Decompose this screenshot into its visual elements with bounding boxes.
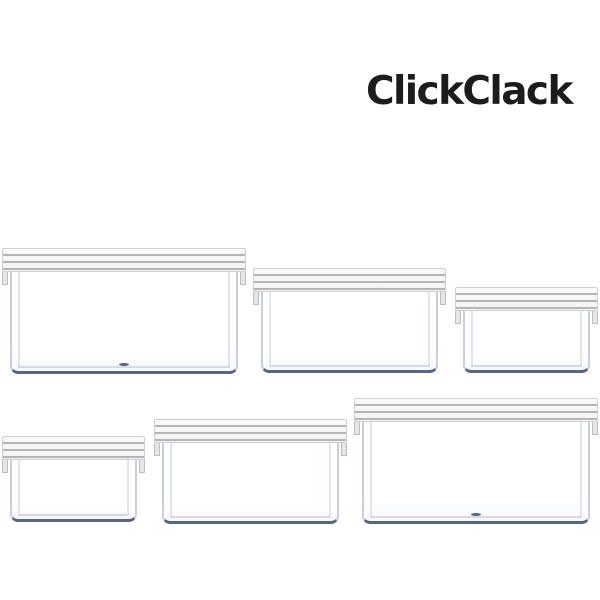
storage-container-small-rect-bottom [2,436,145,522]
container-edge [228,270,230,367]
lid-ridge [355,404,597,406]
container-lid [354,398,598,435]
lid-ridge [254,281,445,283]
brand-logo: ClickClack [366,69,573,114]
container-edge [580,420,582,517]
lid-clip-left [354,422,360,435]
storage-container-large-rect-bottom [354,398,598,524]
storage-container-large-rect-top [2,248,246,374]
container-edge [269,365,430,367]
embossed-logo-icon [471,513,481,516]
lid-ridge [155,439,346,441]
container-lid [455,287,598,324]
container-edge [18,458,20,515]
lid-ridge [3,442,144,444]
container-body [463,309,590,373]
lid-ridge [456,307,597,309]
storage-container-medium-rect-top [253,268,446,373]
lid-clip-left [2,272,8,285]
container-lid [2,248,246,285]
lid-clip-right [440,292,446,305]
lid-clip-right [139,460,145,473]
lid-ridge [3,268,245,270]
container-edge [18,270,20,367]
container-edge [329,441,331,517]
container-edge [127,458,129,515]
lid-clip-right [240,272,246,285]
lid-ridge [3,456,144,458]
container-lid [2,436,145,473]
lid-ridge [155,432,346,434]
embossed-logo-icon [119,363,129,366]
lid-clip-right [341,443,347,456]
lid-ridge [355,411,597,413]
lid-ridge [254,274,445,276]
lid-ridge [155,425,346,427]
container-lid [253,268,446,305]
lid-clip-left [2,460,8,473]
container-edge [269,290,271,366]
lid-ridge [355,418,597,420]
lid-ridge [3,261,245,263]
container-edge [170,516,331,518]
container-lid [154,419,347,456]
lid-clip-left [154,443,160,456]
container-edge [580,309,582,366]
container-body [10,458,137,522]
container-edge [370,516,582,518]
container-body [162,441,339,524]
container-edge [18,366,230,368]
container-edge [370,420,372,517]
lid-clip-left [455,311,461,324]
storage-container-medium-rect-bottom [154,419,347,524]
container-edge [471,365,582,367]
container-edge [471,309,473,366]
container-body [10,270,238,374]
lid-ridge [3,449,144,451]
lid-clip-right [592,422,598,435]
lid-clip-left [253,292,259,305]
storage-container-small-rect-top [455,287,598,373]
lid-clip-right [592,311,598,324]
container-body [362,420,590,524]
container-edge [18,514,129,516]
lid-ridge [456,293,597,295]
lid-ridge [3,254,245,256]
container-body [261,290,438,373]
container-edge [428,290,430,366]
lid-ridge [254,288,445,290]
lid-ridge [456,300,597,302]
container-edge [170,441,172,517]
